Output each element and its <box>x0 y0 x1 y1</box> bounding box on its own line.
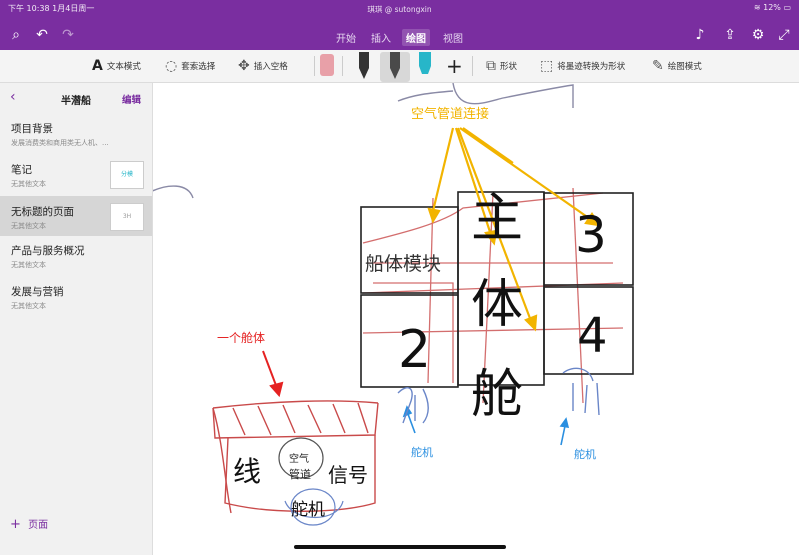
bell-icon[interactable]: ♪ <box>695 27 705 43</box>
wifi-icon: ≋ <box>753 3 761 12</box>
tab-draw[interactable]: 绘图 <box>402 29 430 46</box>
shapes-label: 形状 <box>500 62 518 72</box>
add-page-button[interactable]: + 页面 <box>10 516 48 532</box>
text-mode-button[interactable]: A 文本模式 <box>92 50 141 82</box>
servo-circle <box>290 488 336 526</box>
page-title: 发展与营销 <box>11 286 64 298</box>
page-title: 项目背景 <box>11 123 53 135</box>
sketch-servo-text: 舵机 <box>291 500 325 520</box>
ink-to-shape-label: 将墨迹转换为形状 <box>557 62 626 72</box>
text-mode-label: 文本模式 <box>106 62 141 72</box>
page-subtitle: 无其他文本 <box>11 222 46 230</box>
back-icon[interactable]: ‹ <box>10 89 16 105</box>
divider <box>314 56 315 76</box>
page-thumbnail: 3H <box>110 203 144 231</box>
page-list-sidebar: ‹ 半潜船 编辑 项目背景 发展消费类和商用类无人机、... 笔记 无其他文本 … <box>0 83 153 555</box>
battery-icon: ▭ <box>783 3 791 12</box>
draw-mode-icon: ✎ <box>652 58 664 74</box>
hull-label: 一个舱体 <box>217 331 266 345</box>
highlighter-icon[interactable] <box>416 52 434 80</box>
pen-gray-icon[interactable] <box>387 52 403 80</box>
text-mode-icon: A <box>92 58 103 74</box>
lasso-icon: ◌ <box>165 58 178 74</box>
hull-arrow <box>262 350 284 398</box>
page-title: 笔记 <box>11 164 32 176</box>
fullscreen-icon[interactable]: ⤢ <box>778 27 790 43</box>
battery-level: 12% <box>763 3 781 12</box>
page-item-marketing[interactable]: 发展与营销 无其他文本 <box>0 278 152 318</box>
sketch-air-text: 空气 <box>289 454 309 465</box>
sketch-signal-text: 信号 <box>328 463 368 487</box>
divider <box>342 56 343 76</box>
main-cabin-char-3: 舱 <box>471 365 524 425</box>
home-indicator[interactable] <box>294 545 506 549</box>
pen-black-icon[interactable] <box>356 52 372 80</box>
page-subtitle: 无其他文本 <box>11 180 46 188</box>
page-subtitle: 发展消费类和商用类无人机、... <box>11 139 109 147</box>
add-pen-icon[interactable]: + <box>446 54 463 78</box>
page-title: 产品与服务概况 <box>11 245 85 257</box>
page-item-untitled[interactable]: 无标题的页面 无其他文本 3H <box>0 196 152 236</box>
lasso-select-button[interactable]: ◌ 套索选择 <box>165 50 215 82</box>
notebook-title: 琪琪 @ sutongxin <box>367 5 432 14</box>
gear-icon[interactable]: ⚙ <box>751 27 765 43</box>
page-item-project-background[interactable]: 项目背景 发展消费类和商用类无人机、... <box>0 113 152 153</box>
draw-mode-label: 绘图模式 <box>667 62 702 72</box>
shapes-icon: ⧉ <box>486 58 496 74</box>
status-time: 下午 10:38 1月4日周一 <box>8 4 95 13</box>
divider <box>472 56 473 76</box>
page-subtitle: 无其他文本 <box>11 261 46 269</box>
stray-ink-strokes <box>153 83 574 199</box>
page-title: 无标题的页面 <box>11 206 74 218</box>
page-item-product-overview[interactable]: 产品与服务概况 无其他文本 <box>0 237 152 277</box>
hull-module-text: 船体模块 <box>365 253 442 275</box>
ink-to-shape-button[interactable]: ⬚ 将墨迹转换为形状 <box>540 50 625 82</box>
air-duct-label: 空气管道连接 <box>411 107 490 122</box>
insert-space-button[interactable]: ✥ 插入空格 <box>238 50 288 82</box>
servo-left-label: 舵机 <box>411 446 433 459</box>
status-battery: ≋ 12% ▭ <box>754 3 791 12</box>
main-cabin-char-1: 主 <box>471 189 524 249</box>
page-item-notes[interactable]: 笔记 无其他文本 分模 <box>0 155 152 195</box>
tab-view[interactable]: 视图 <box>443 34 463 45</box>
box-3 <box>543 192 634 286</box>
duct-circle <box>278 437 324 479</box>
page-thumbnail: 分模 <box>110 161 144 189</box>
share-icon[interactable]: ⇪ <box>724 27 736 43</box>
tab-home[interactable]: 开始 <box>336 34 356 45</box>
box-4-number: 4 <box>577 308 608 364</box>
box-2-number: 2 <box>398 320 432 380</box>
sketch-line-text: 线 <box>233 455 262 488</box>
servo-right-label: 舵机 <box>574 448 596 461</box>
edit-button[interactable]: 编辑 <box>122 95 142 106</box>
shapes-button[interactable]: ⧉ 形状 <box>486 50 517 82</box>
hull-sketch <box>212 400 379 514</box>
add-page-label: 页面 <box>28 520 49 531</box>
insert-space-label: 插入空格 <box>253 62 288 72</box>
sketch-duct-text: 管道 <box>289 468 311 481</box>
draw-toolbar: A 文本模式 ◌ 套索选择 ✥ 插入空格 + ⧉ 形状 ⬚ 将墨迹转换为形状 ✎… <box>0 50 799 83</box>
tab-insert[interactable]: 插入 <box>371 34 391 45</box>
undo-icon[interactable]: ↶ <box>36 27 48 43</box>
eraser-icon[interactable] <box>320 54 334 76</box>
red-sketch <box>362 187 624 404</box>
redo-icon[interactable]: ↷ <box>62 27 74 43</box>
ink-layer <box>153 83 634 526</box>
box-3-number: 3 <box>575 206 607 264</box>
lasso-select-label: 套索选择 <box>181 62 216 72</box>
section-title: 半潜船 <box>61 96 91 107</box>
box-2 <box>360 294 459 388</box>
main-cabin-char-2: 体 <box>471 275 524 335</box>
page-subtitle: 无其他文本 <box>11 302 46 310</box>
servo-sketches <box>397 367 600 424</box>
ink-to-shape-icon: ⬚ <box>540 58 554 74</box>
insert-space-icon: ✥ <box>238 58 250 74</box>
plus-icon: + <box>10 517 21 532</box>
note-canvas[interactable]: 空气管道连接 一个舱体 船体模块 主 体 舱 3 2 4 舵机 舵机 线 空气 … <box>153 83 799 555</box>
air-duct-arrows <box>427 127 602 332</box>
title-bar: 下午 10:38 1月4日周一 琪琪 @ sutongxin ≋ 12% ▭ ⌕… <box>0 0 799 50</box>
search-icon[interactable]: ⌕ <box>12 27 20 43</box>
draw-mode-button[interactable]: ✎ 绘图模式 <box>652 50 702 82</box>
